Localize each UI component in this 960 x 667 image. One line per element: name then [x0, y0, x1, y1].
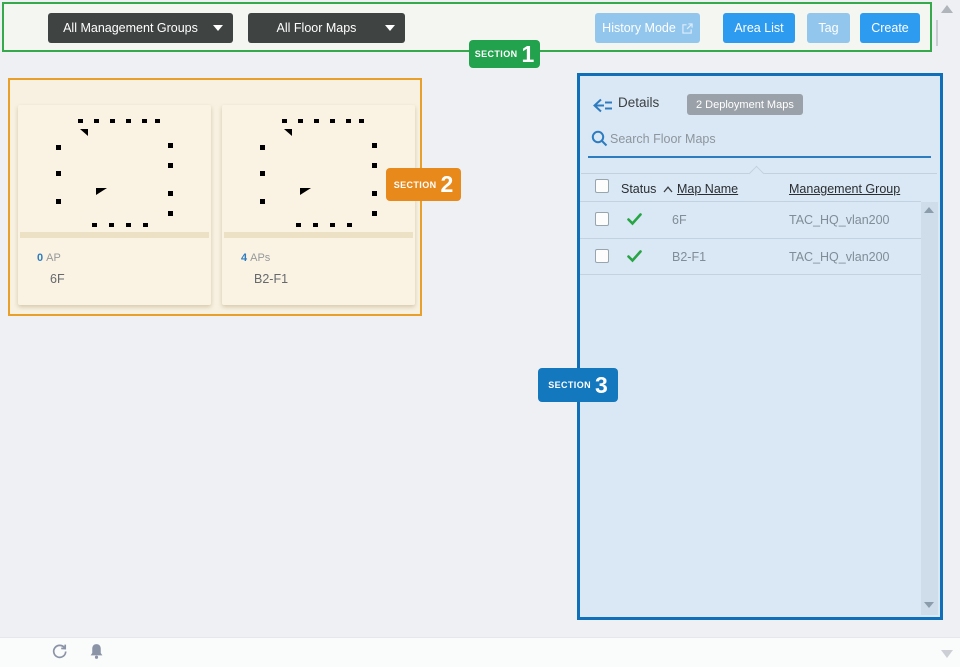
section3-details-panel: Details 2 Deployment Maps Status Map Nam…	[577, 73, 943, 620]
history-mode-button-label: History Mode	[602, 21, 676, 35]
area-list-button-label: Area List	[734, 21, 784, 35]
notification-bell-icon[interactable]	[89, 643, 104, 660]
section2-annotation-number: 2	[440, 171, 454, 197]
refresh-icon[interactable]	[51, 643, 68, 660]
scroll-up-icon[interactable]	[924, 207, 934, 213]
column-header-status: Status	[621, 182, 657, 196]
status-ok-icon	[627, 250, 642, 263]
floor-map-name: B2-F1	[254, 272, 289, 286]
collapse-back-icon[interactable]	[592, 98, 613, 113]
bottom-bar	[0, 637, 960, 667]
select-all-checkbox[interactable]	[595, 179, 609, 193]
panel-scrollbar[interactable]	[921, 202, 938, 615]
ap-count-unit: APs	[250, 252, 271, 264]
card-divider	[20, 232, 209, 238]
management-groups-dropdown-label: All Management Groups	[63, 21, 198, 35]
search-icon	[591, 130, 608, 147]
chevron-down-icon	[213, 25, 223, 31]
section1-annotation-word: SECTION	[474, 49, 518, 59]
tag-button-label: Tag	[818, 21, 839, 35]
row-checkbox[interactable]	[595, 212, 609, 226]
create-button-label: Create	[871, 21, 909, 35]
column-header-management-group[interactable]: Management Group	[789, 182, 901, 196]
floor-plan-thumbnail	[52, 115, 176, 227]
row-checkbox[interactable]	[595, 249, 609, 263]
sort-ascending-icon[interactable]	[663, 186, 673, 193]
scroll-down-icon[interactable]	[924, 602, 934, 608]
external-link-icon	[682, 22, 693, 34]
floor-maps-dropdown[interactable]: All Floor Maps	[248, 13, 405, 43]
section1-annotation-badge: SECTION 1	[469, 40, 540, 68]
search-underline	[588, 156, 931, 158]
floor-map-name: 6F	[50, 272, 65, 286]
row-management-group: TAC_HQ_vlan200	[789, 250, 890, 264]
table-row-b2-f1[interactable]: B2-F1 TAC_HQ_vlan200	[580, 238, 921, 275]
tag-button[interactable]: Tag	[807, 13, 850, 43]
section3-annotation-badge: SECTION 3	[538, 368, 618, 402]
column-header-map-name[interactable]: Map Name	[677, 182, 739, 196]
floor-maps-dropdown-label: All Floor Maps	[276, 21, 357, 35]
page-scroll-down-icon[interactable]	[941, 650, 953, 658]
page-scrollbar-thumb[interactable]	[936, 20, 938, 46]
divider-notch	[748, 165, 765, 182]
row-map-name: B2-F1	[672, 250, 707, 264]
ap-count-unit: AP	[46, 252, 61, 264]
management-groups-dropdown[interactable]: All Management Groups	[48, 13, 233, 43]
ap-count: 4	[241, 252, 248, 264]
row-map-name: 6F	[672, 213, 687, 227]
search-floor-maps-input[interactable]	[610, 128, 895, 150]
section3-annotation-word: SECTION	[548, 380, 591, 390]
chevron-down-icon	[385, 25, 395, 31]
deployment-maps-count-badge: 2 Deployment Maps	[687, 94, 803, 115]
create-button[interactable]: Create	[860, 13, 920, 43]
table-row-6f[interactable]: 6F TAC_HQ_vlan200	[580, 201, 921, 238]
card-divider	[224, 232, 413, 238]
section2-annotation-word: SECTION	[393, 179, 437, 190]
history-mode-button[interactable]: History Mode	[595, 13, 700, 43]
page-scroll-up-icon[interactable]	[941, 5, 953, 13]
section1-annotation-number: 1	[521, 40, 535, 67]
row-management-group: TAC_HQ_vlan200	[789, 213, 890, 227]
details-title: Details	[618, 95, 660, 110]
status-ok-icon	[627, 213, 642, 226]
section2-annotation-badge: SECTION 2	[386, 168, 461, 201]
section3-annotation-number: 3	[595, 371, 608, 398]
ap-count: 0	[37, 252, 44, 264]
floor-plan-thumbnail	[256, 115, 380, 227]
area-list-button[interactable]: Area List	[723, 13, 795, 43]
